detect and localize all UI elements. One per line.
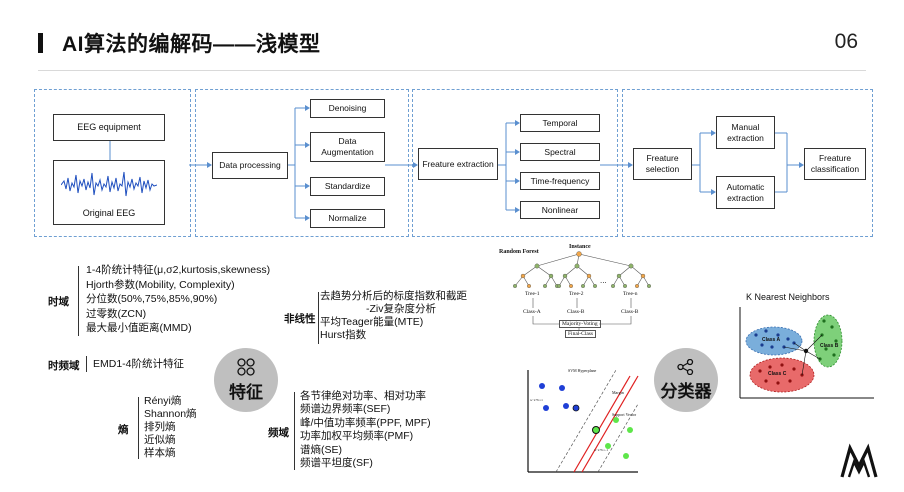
entropy-list: Rényi熵 Shannon熵 排列熵 近似熵 样本熵: [144, 395, 197, 460]
step-normalize: Normalize: [310, 209, 385, 228]
time-freq-label: 时频域: [48, 360, 80, 372]
random-forest-tree-1: Tree-1: [525, 291, 540, 297]
knn-class-a: Class A: [762, 337, 781, 343]
region-acquisition: [34, 89, 191, 237]
page-number: 06: [834, 30, 858, 53]
svm-eq-positive: w·x+b=1: [530, 398, 543, 402]
random-forest-class-1: Class-A: [523, 309, 541, 315]
freq-feature-5: 谱熵(SE): [300, 443, 342, 456]
svm-plot: [527, 369, 639, 473]
random-forest-final: Final-Class: [565, 330, 597, 338]
classifier-hub: 分类器: [654, 348, 718, 412]
freq-domain-label: 频域: [268, 427, 289, 439]
freq-domain-list: 各节律绝对功率、相对功率 频谱边界频率(SEF) 峰/中值功率频率(PPF, M…: [300, 390, 431, 470]
random-forest-voting: Majority-Voting: [559, 320, 601, 328]
region-classification: [622, 89, 873, 237]
feature-temporal: Temporal: [520, 114, 600, 132]
knn-class-c: Class C: [768, 371, 787, 377]
random-forest-class-2: Class-B: [567, 309, 585, 315]
feature-extraction-node: Freature extraction: [418, 148, 498, 180]
nonlinear-2: -Ziv复杂度分析: [366, 303, 436, 315]
nonlinear-label: 非线性: [284, 313, 316, 325]
brand-logo-icon: [840, 443, 878, 478]
svm-eq-negative: w·x+b=-1: [594, 448, 609, 452]
knn-diagram: Class A Class B Class C: [736, 305, 876, 400]
entropy-3: 排列熵: [144, 421, 176, 433]
feature-nonlinear: Nonlinear: [520, 201, 600, 219]
data-processing-node: Data processing: [212, 152, 288, 179]
entropy-1: Rényi熵: [144, 395, 182, 407]
random-forest-tree-n: Tree-n: [623, 291, 638, 297]
svm-hyperplane-label: SVM Hyperplane: [568, 368, 597, 373]
random-forest-diagram: Random Forest Instance Tree-1 Tree-2 ...…: [497, 244, 667, 338]
time-domain-bracket: [78, 266, 79, 336]
nonlinear-3: 平均Teager能量(MTE): [320, 316, 424, 328]
share-icon: [677, 358, 694, 375]
entropy-label: 熵: [118, 424, 129, 436]
time-feature-5: 最大最小值距离(MMD): [86, 322, 192, 334]
entropy-bracket: [138, 397, 139, 459]
step-data-augmentation: Data Augmentation: [310, 132, 385, 162]
freq-feature-1: 各节律绝对功率、相对功率: [300, 390, 426, 402]
features-hub-label: 特征: [229, 382, 263, 402]
time-freq-bracket: [86, 356, 87, 372]
time-feature-1: 1-4阶统计特征(μ,σ2,kurtosis,skewness): [86, 264, 271, 276]
header-divider: [38, 70, 866, 71]
entropy-5: 样本熵: [144, 447, 176, 459]
manual-extraction-node: Manual extraction: [716, 116, 775, 149]
random-forest-tree-2: Tree-2: [569, 291, 584, 297]
dots-grid-icon: [237, 357, 255, 376]
random-forest-instance: Instance: [569, 244, 591, 250]
freq-feature-2: 频谱边界频率(SEF): [300, 403, 391, 416]
random-forest-class-n: Class-B: [621, 309, 639, 315]
nonlinear-1: 去趋势分析后的标度指数和截距: [320, 290, 467, 302]
title-accent-bar: [38, 33, 43, 53]
eeg-waveform-icon: [61, 171, 157, 197]
step-standardize: Standardize: [310, 177, 385, 196]
svm-margin-label: Margin: [612, 390, 624, 395]
entropy-4: 近似熵: [144, 434, 176, 446]
original-eeg-node: Original EEG: [53, 160, 165, 225]
page-title: AI算法的编解码——浅模型: [62, 33, 321, 56]
time-feature-2: Hjorth参数(Mobility, Complexity): [86, 278, 235, 291]
region-processing: [195, 89, 409, 237]
step-denoising: Denoising: [310, 99, 385, 118]
random-forest-ellipsis: ...: [600, 276, 607, 285]
classifier-hub-label: 分类器: [660, 381, 712, 401]
time-feature-4: 过零数(ZCN): [86, 307, 147, 320]
freq-feature-4: 功率加权平均频率(PMF): [300, 430, 414, 443]
original-eeg-label: Original EEG: [82, 208, 136, 218]
random-forest-title: Random Forest: [499, 249, 539, 255]
features-hub: 特征: [214, 348, 278, 412]
entropy-2: Shannon熵: [144, 408, 197, 420]
freq-domain-bracket: [294, 392, 295, 470]
freq-feature-6: 频谱平坦度(SF): [300, 457, 373, 470]
svm-diagram: SVM Hyperplane Margin Support Vector w·x…: [520, 366, 640, 476]
eeg-equipment-node: EEG equipment: [53, 114, 165, 141]
region-extraction: [412, 89, 618, 237]
nonlinear-bracket: [318, 292, 319, 344]
feature-time-frequency: Time-frequency: [520, 172, 600, 190]
time-domain-list: 1-4阶统计特征(μ,σ2,kurtosis,skewness) Hjorth参…: [86, 263, 270, 336]
time-domain-label: 时域: [48, 296, 69, 308]
knn-plot: [739, 307, 874, 399]
nonlinear-4: Hurst指数: [320, 329, 367, 341]
feature-classification-node: Freature classification: [804, 148, 866, 180]
freq-feature-3: 峰/中值功率频率(PPF, MPF): [300, 416, 431, 429]
feature-selection-node: Freature selection: [633, 148, 692, 180]
automatic-extraction-node: Automatic extraction: [716, 176, 775, 209]
knn-class-b: Class B: [820, 343, 839, 349]
nonlinear-list: 去趋势分析后的标度指数和截距 -Ziv复杂度分析 平均Teager能量(MTE)…: [320, 290, 467, 342]
time-feature-3: 分位数(50%,75%,85%,90%): [86, 293, 218, 305]
random-forest-trees: [513, 251, 651, 331]
knn-title: K Nearest Neighbors: [746, 292, 830, 302]
time-freq-feature: EMD1-4阶统计特征: [93, 358, 185, 370]
svm-support-vector-label: Support Vector: [612, 412, 637, 417]
feature-spectral: Spectral: [520, 143, 600, 161]
